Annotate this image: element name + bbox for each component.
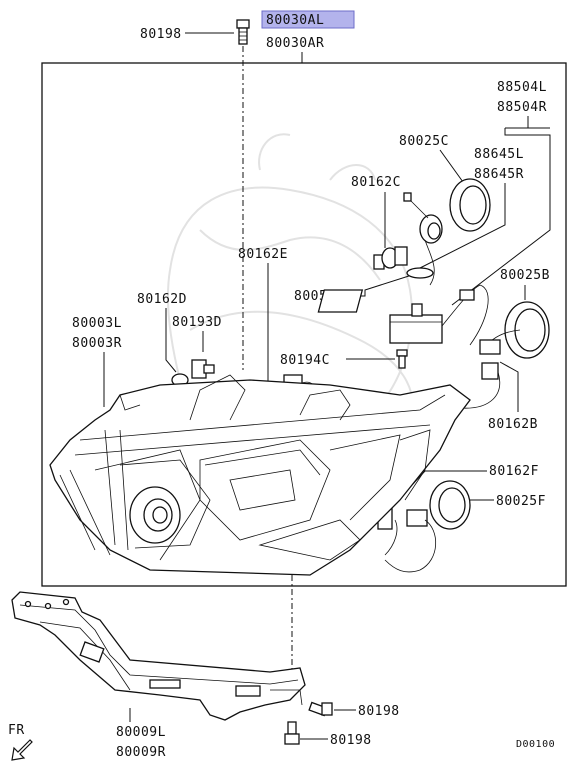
label-80162C[interactable]: 80162C [351, 175, 401, 190]
bolt-80198-top [236, 19, 250, 45]
cover-80025F [377, 480, 471, 573]
label-80030AR[interactable]: 80030AR [266, 36, 324, 51]
label-80162D[interactable]: 80162D [137, 292, 187, 307]
label-88645L[interactable]: 88645L [474, 147, 524, 162]
label-80009R[interactable]: 80009R [116, 745, 166, 760]
label-80003R[interactable]: 80003R [72, 336, 122, 351]
label-80193D[interactable]: 80193D [172, 315, 222, 330]
bracket-80009 [11, 591, 306, 721]
label-80198-bottom-2[interactable]: 80198 [330, 733, 372, 748]
cover-80025C [403, 178, 491, 244]
bulb-80162C [373, 246, 408, 270]
label-80194C[interactable]: 80194C [280, 353, 330, 368]
label-80003L[interactable]: 80003L [72, 316, 122, 331]
label-80025F[interactable]: 80025F [496, 494, 546, 509]
highlight-80030AL [261, 10, 355, 29]
label-80198-top[interactable]: 80198 [140, 27, 182, 42]
socket-80162D [171, 359, 215, 387]
bolt-80194C [396, 349, 408, 369]
label-88504R[interactable]: 88504R [497, 100, 547, 115]
label-80025C[interactable]: 80025C [399, 134, 449, 149]
bolt-80198-bottom-1 [308, 701, 333, 717]
headlamp-housing-80003 [49, 374, 471, 576]
fr-label: FR [8, 723, 25, 738]
igniter-80052 [317, 239, 489, 346]
diagram-code: D00100 [516, 739, 555, 750]
label-80162B[interactable]: 80162B [488, 417, 538, 432]
label-80009L[interactable]: 80009L [116, 725, 166, 740]
bolt-80198-bottom-2 [284, 721, 300, 745]
assembly-frame [41, 62, 567, 587]
label-88504L[interactable]: 88504L [497, 80, 547, 95]
label-80162E[interactable]: 80162E [238, 247, 288, 262]
front-arrow-icon [11, 739, 33, 761]
label-80198-bottom-1[interactable]: 80198 [358, 704, 400, 719]
label-80162F[interactable]: 80162F [489, 464, 539, 479]
label-88645R[interactable]: 88645R [474, 167, 524, 182]
label-80030AL[interactable]: 80030AL [266, 13, 324, 28]
label-80025B[interactable]: 80025B [500, 268, 550, 283]
